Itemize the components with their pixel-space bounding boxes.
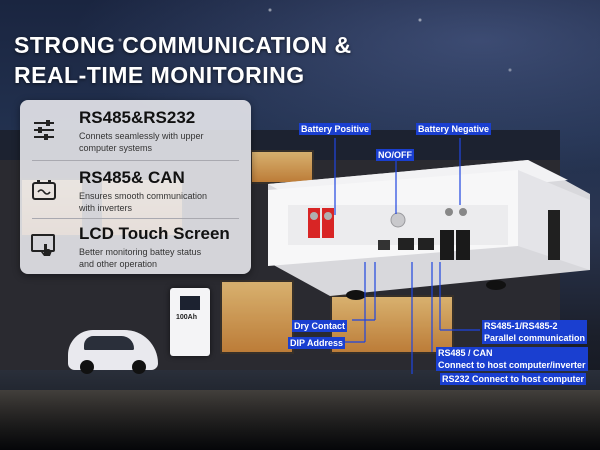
sliders-icon [30,116,58,144]
feature-desc-line: Better monitoring battey status [79,247,202,257]
label-battery-positive: Battery Positive [299,123,372,135]
label-line: RS485 / CAN [438,348,493,358]
feature-desc-line: with inverters [79,203,133,213]
feature-title: RS485&RS232 [79,108,196,127]
feature-rs485-can: RS485& CAN Ensures smooth communication … [20,164,251,220]
battery-device [268,150,590,300]
car-wheel [80,360,94,374]
touch-screen-icon [30,232,58,260]
features-panel: RS485&RS232 Connets seamlessly with uppe… [20,100,251,274]
label-dip-address: DIP Address [288,337,346,349]
headline: STRONG COMMUNICATION & REAL-TIME MONITOR… [14,30,352,90]
feature-title: RS485& CAN [79,168,185,187]
divider [32,218,239,219]
feature-description: Better monitoring battey status and othe… [79,246,247,270]
wall-battery: 100Ah [170,288,210,356]
wall-battery-label: 100Ah [176,314,198,321]
feature-desc-line: and other operation [79,259,158,269]
house-window [330,295,454,354]
feature-rs485-rs232: RS485&RS232 Connets seamlessly with uppe… [20,104,251,160]
label-rs232: RS232 Connect to host computer [440,373,587,385]
car [68,330,158,374]
car-wheel [132,360,146,374]
feature-desc-line: Connets seamlessly with upper [79,131,204,141]
label-rs485-parallel: RS485-1/RS485-2 Parallel communication [482,320,588,344]
battery-charging-icon [30,176,58,204]
feature-desc-line: Ensures smooth communication [79,191,208,201]
label-on-off: NO/OFF [376,149,414,161]
water-reflection [0,390,600,450]
house-window [220,280,294,354]
label-dry-contact: Dry Contact [292,320,348,332]
label-battery-negative: Battery Negative [416,123,492,135]
headline-line-1: STRONG COMMUNICATION & [14,32,352,58]
feature-description: Ensures smooth communication with invert… [79,190,247,214]
headline-line-2: REAL-TIME MONITORING [14,62,305,88]
label-line: RS485-1/RS485-2 [484,321,558,331]
feature-desc-line: computer systems [79,143,153,153]
label-line: Connect to host computer/inverter [438,360,586,370]
feature-title: LCD Touch Screen [79,224,230,243]
wall-battery-screen [180,296,200,310]
feature-lcd-touch-screen: LCD Touch Screen Better monitoring batte… [20,220,251,276]
divider [32,160,239,161]
label-rs485-can: RS485 / CAN Connect to host computer/inv… [436,347,588,371]
feature-description: Connets seamlessly with upper computer s… [79,130,247,154]
label-line: Parallel communication [484,333,586,343]
